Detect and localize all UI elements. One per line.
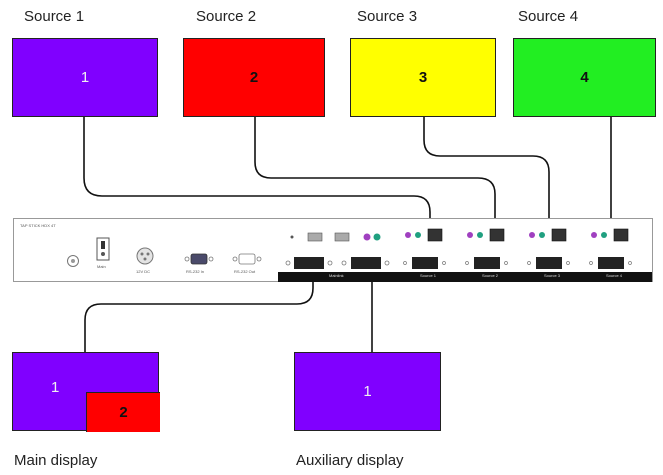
- cable-source-3: [423, 117, 550, 260]
- switcher-rear-panel: TAP STICK HDX 4T Main 12V DC RS-232 In R…: [13, 218, 653, 282]
- power-jack-icon: [67, 255, 79, 267]
- section-label-source-4: Source 4: [606, 273, 623, 278]
- source-3-box: 3: [350, 38, 496, 117]
- main-display-primary-number: 1: [51, 379, 60, 396]
- main-display-pip-number: 2: [119, 404, 128, 421]
- auxiliary-display-number: 1: [363, 383, 372, 400]
- auxiliary-display-caption: Auxiliary display: [296, 452, 404, 469]
- device-model-label: TAP STICK HDX 4T: [20, 223, 56, 228]
- source-4-box: 4: [513, 38, 656, 117]
- main-display-box: 1 2: [12, 352, 160, 432]
- source-2-number: 2: [249, 69, 259, 86]
- section-band: [278, 272, 652, 282]
- source-4-label: Source 4: [518, 8, 579, 25]
- power-switch-label: Main: [97, 264, 106, 269]
- main-display-pip: 2: [86, 392, 160, 432]
- source-1-box: 1: [12, 38, 158, 117]
- source-3-label: Source 3: [357, 8, 418, 25]
- cable-main-display: [84, 276, 314, 352]
- rs232-in-label: RS-232 In: [186, 269, 205, 274]
- dc-input-label: 12V DC: [136, 269, 151, 274]
- power-switch-icon: [96, 237, 110, 261]
- dc-input-icon: [136, 247, 154, 265]
- rs232-in-port-icon: [184, 253, 214, 265]
- cable-source-2: [254, 117, 496, 232]
- source-3-number: 3: [418, 69, 428, 86]
- section-label-mainlink: Mainlink: [329, 273, 344, 278]
- auxiliary-display-box: 1: [294, 352, 441, 431]
- source-2-box: 2: [183, 38, 325, 117]
- section-label-source-2: Source 2: [482, 273, 499, 278]
- source-4-number: 4: [580, 69, 589, 86]
- cable-source-1: [83, 117, 431, 232]
- main-display-caption: Main display: [14, 452, 98, 469]
- section-label-source-3: Source 3: [544, 273, 561, 278]
- rs232-out-label: RS-232 Out: [234, 269, 256, 274]
- source-2-label: Source 2: [196, 8, 257, 25]
- source-input-ports: [403, 228, 632, 269]
- section-label-source-1: Source 1: [420, 273, 437, 278]
- source-1-label: Source 1: [24, 8, 85, 25]
- rs232-out-port-icon: [232, 253, 262, 265]
- mainlink-ports: [285, 232, 390, 269]
- source-1-number: 1: [80, 69, 90, 86]
